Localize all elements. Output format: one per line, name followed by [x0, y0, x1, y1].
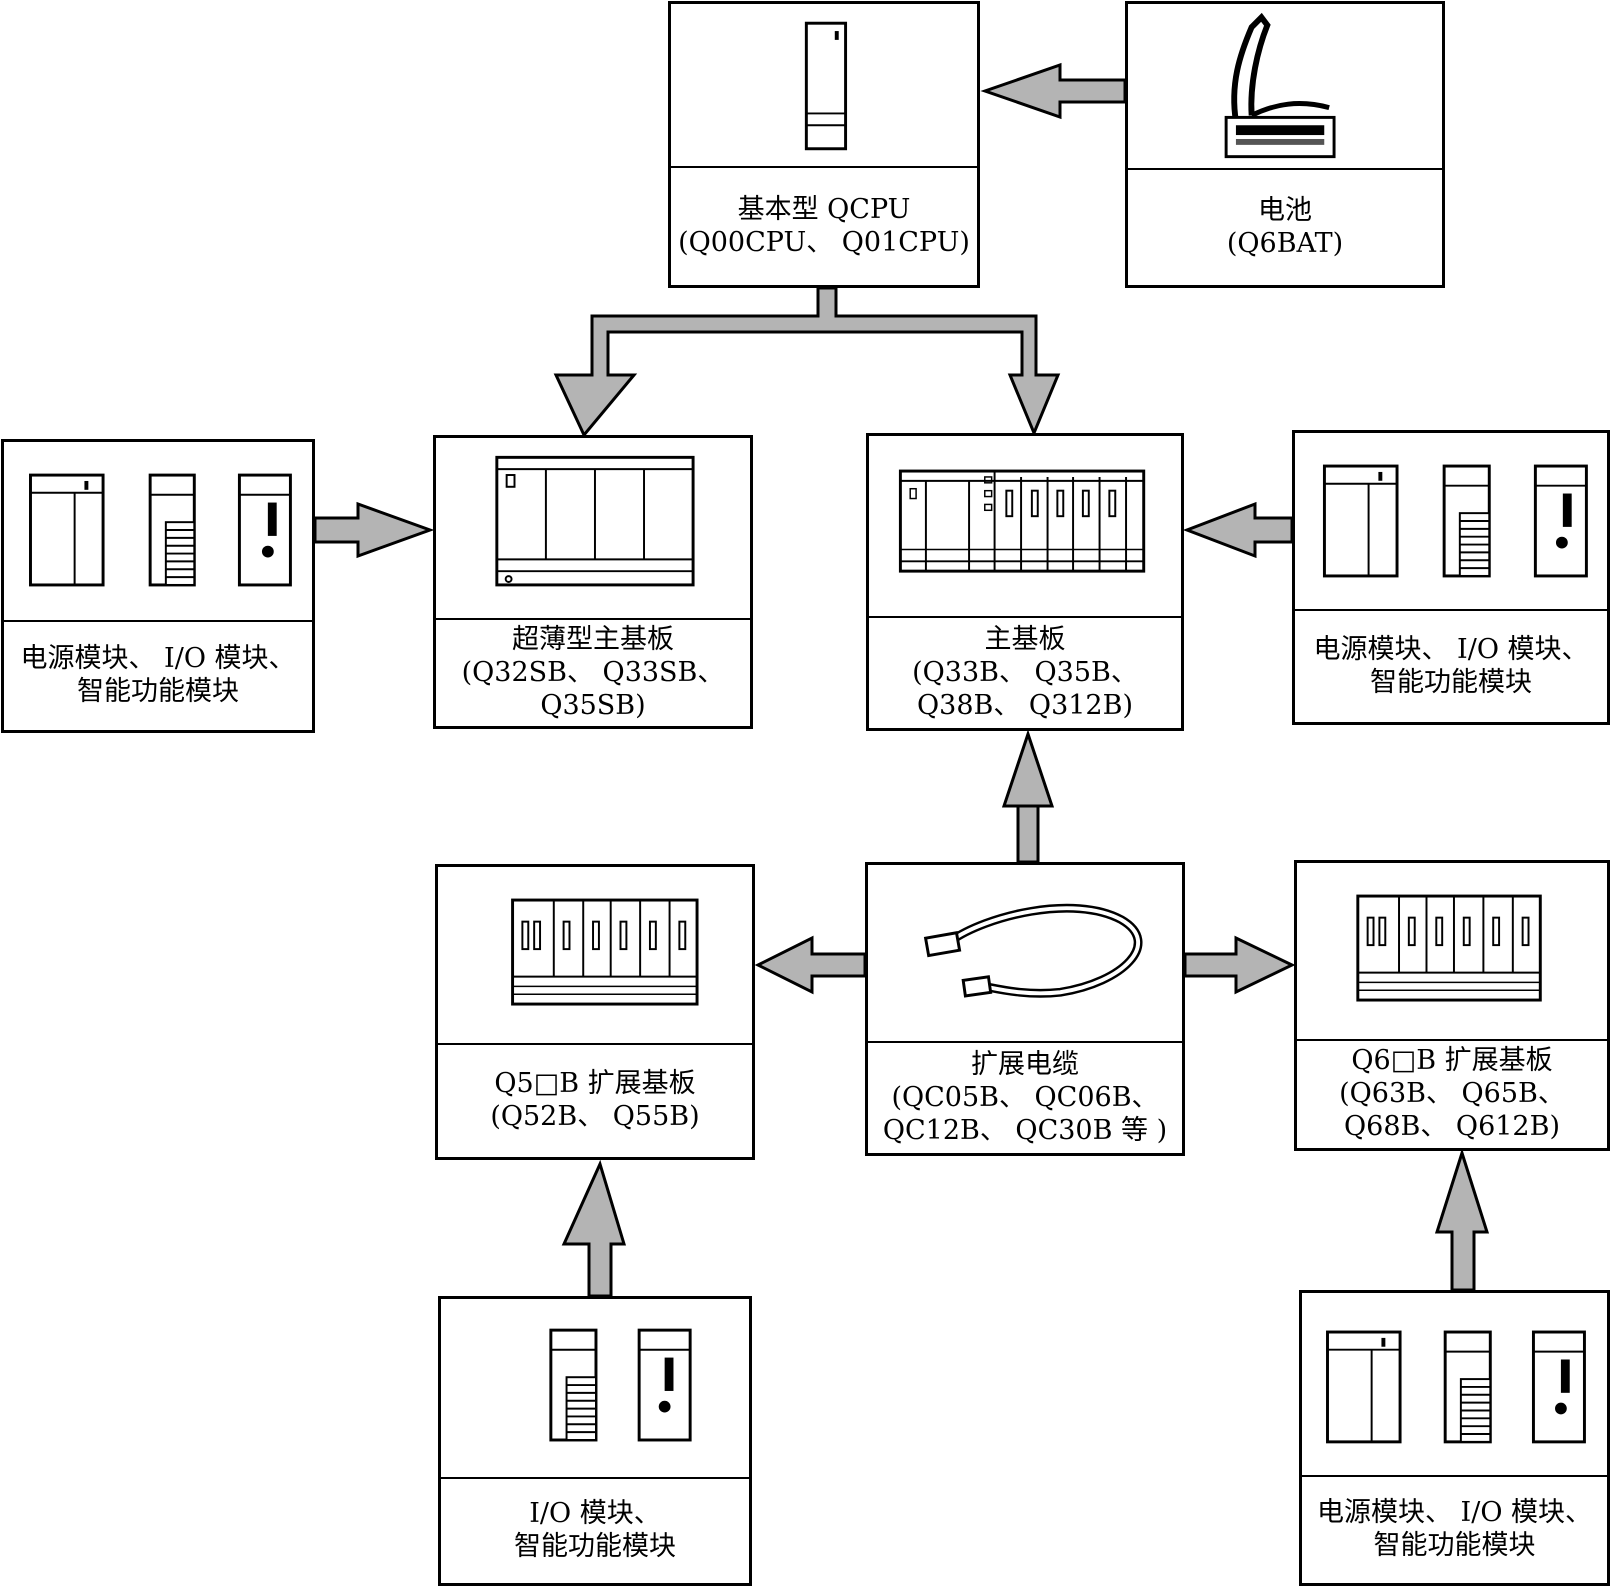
main-base-label-3: Q38B、 Q312B) [917, 689, 1133, 721]
battery-pack-icon [1128, 4, 1442, 170]
io-modules-label-1: I/O 模块、 [529, 1498, 661, 1529]
modules-bottom-label-1: 电源模块、 I/O 模块、 [1316, 1497, 1593, 1528]
main-base-label-1: 主基板 [984, 623, 1066, 655]
cable-label-1: 扩展电缆 [971, 1048, 1079, 1080]
q5-base-label-1: Q5□B 扩展基板 [494, 1068, 696, 1099]
node-io-modules: I/O 模块、 智能功能模块 [438, 1296, 752, 1586]
node-slim-base: 超薄型主基板 (Q32SB、 Q33SB、 Q35SB) [433, 435, 753, 729]
slim-base-label-1: 超薄型主基板 [512, 623, 674, 655]
modules-left-label-2: 智能功能模块 [77, 676, 239, 707]
module-set-icon [1295, 433, 1607, 611]
io-modules-label-2: 智能功能模块 [514, 1531, 676, 1562]
q6-base-label-1: Q6□B 扩展基板 [1351, 1045, 1553, 1076]
cable-label-2: (QC05B、 QC06B、 [891, 1081, 1159, 1113]
cpu-label-1: 基本型 QCPU [737, 193, 911, 225]
q6-base-label-3: Q68B、 Q612B) [1344, 1111, 1560, 1142]
module-set-icon [1302, 1293, 1607, 1477]
extension-cable-icon [868, 865, 1182, 1043]
q5-base-label-2: (Q52B、 Q55B) [490, 1101, 700, 1132]
arrow-io-modules-to-q5-base [561, 1159, 627, 1298]
node-modules-right: 电源模块、 I/O 模块、 智能功能模块 [1292, 430, 1610, 725]
extension-base-board-icon [438, 867, 752, 1045]
node-q5-base: Q5□B 扩展基板 (Q52B、 Q55B) [435, 864, 755, 1160]
node-q6-base: Q6□B 扩展基板 (Q63B、 Q65B、 Q68B、 Q612B) [1294, 860, 1610, 1151]
node-battery: 电池 (Q6BAT) [1125, 1, 1445, 288]
main-base-board-icon [869, 436, 1181, 618]
cpu-module-icon [671, 4, 977, 168]
modules-right-label-2: 智能功能模块 [1370, 666, 1532, 698]
arrow-cpu-to-bases [553, 286, 1061, 438]
slim-base-board-icon [436, 438, 750, 620]
io-module-set-icon [441, 1299, 749, 1479]
modules-right-label-1: 电源模块、 I/O 模块、 [1313, 633, 1589, 665]
node-modules-left: 电源模块、 I/O 模块、 智能功能模块 [1, 439, 315, 733]
slim-base-label-3: Q35SB) [540, 689, 646, 721]
battery-label-2: (Q6BAT) [1226, 227, 1344, 259]
node-main-base: 主基板 (Q33B、 Q35B、 Q38B、 Q312B) [866, 433, 1184, 731]
modules-bottom-label-2: 智能功能模块 [1373, 1530, 1536, 1561]
arrow-cable-to-main-base [1001, 729, 1055, 864]
arrow-modules-right-to-main-base [1182, 501, 1294, 559]
modules-left-label-1: 电源模块、 I/O 模块、 [20, 643, 296, 674]
arrow-battery-to-cpu [980, 62, 1127, 120]
arrow-cable-to-q5-base [754, 935, 867, 995]
arrow-cable-to-q6-base [1183, 935, 1296, 995]
cpu-label-2: (Q00CPU、 Q01CPU) [678, 226, 970, 258]
extension-base-board-icon [1297, 863, 1607, 1041]
battery-label-1: 电池 [1258, 194, 1312, 226]
q6-base-label-2: (Q63B、 Q65B、 [1339, 1078, 1565, 1109]
slim-base-label-2: (Q32SB、 Q33SB、 [461, 656, 725, 688]
arrow-modules-left-to-slim-base [313, 501, 435, 559]
node-cpu: 基本型 QCPU (Q00CPU、 Q01CPU) [668, 1, 980, 288]
main-base-label-2: (Q33B、 Q35B、 [912, 656, 1138, 688]
cable-label-3: QC12B、 QC30B 等 ) [882, 1114, 1168, 1146]
arrow-modules-bottom-to-q6-base [1434, 1148, 1490, 1292]
node-modules-bottom: 电源模块、 I/O 模块、 智能功能模块 [1299, 1290, 1610, 1586]
module-set-icon [4, 442, 312, 622]
node-cable: 扩展电缆 (QC05B、 QC06B、 QC12B、 QC30B 等 ) [865, 862, 1185, 1156]
